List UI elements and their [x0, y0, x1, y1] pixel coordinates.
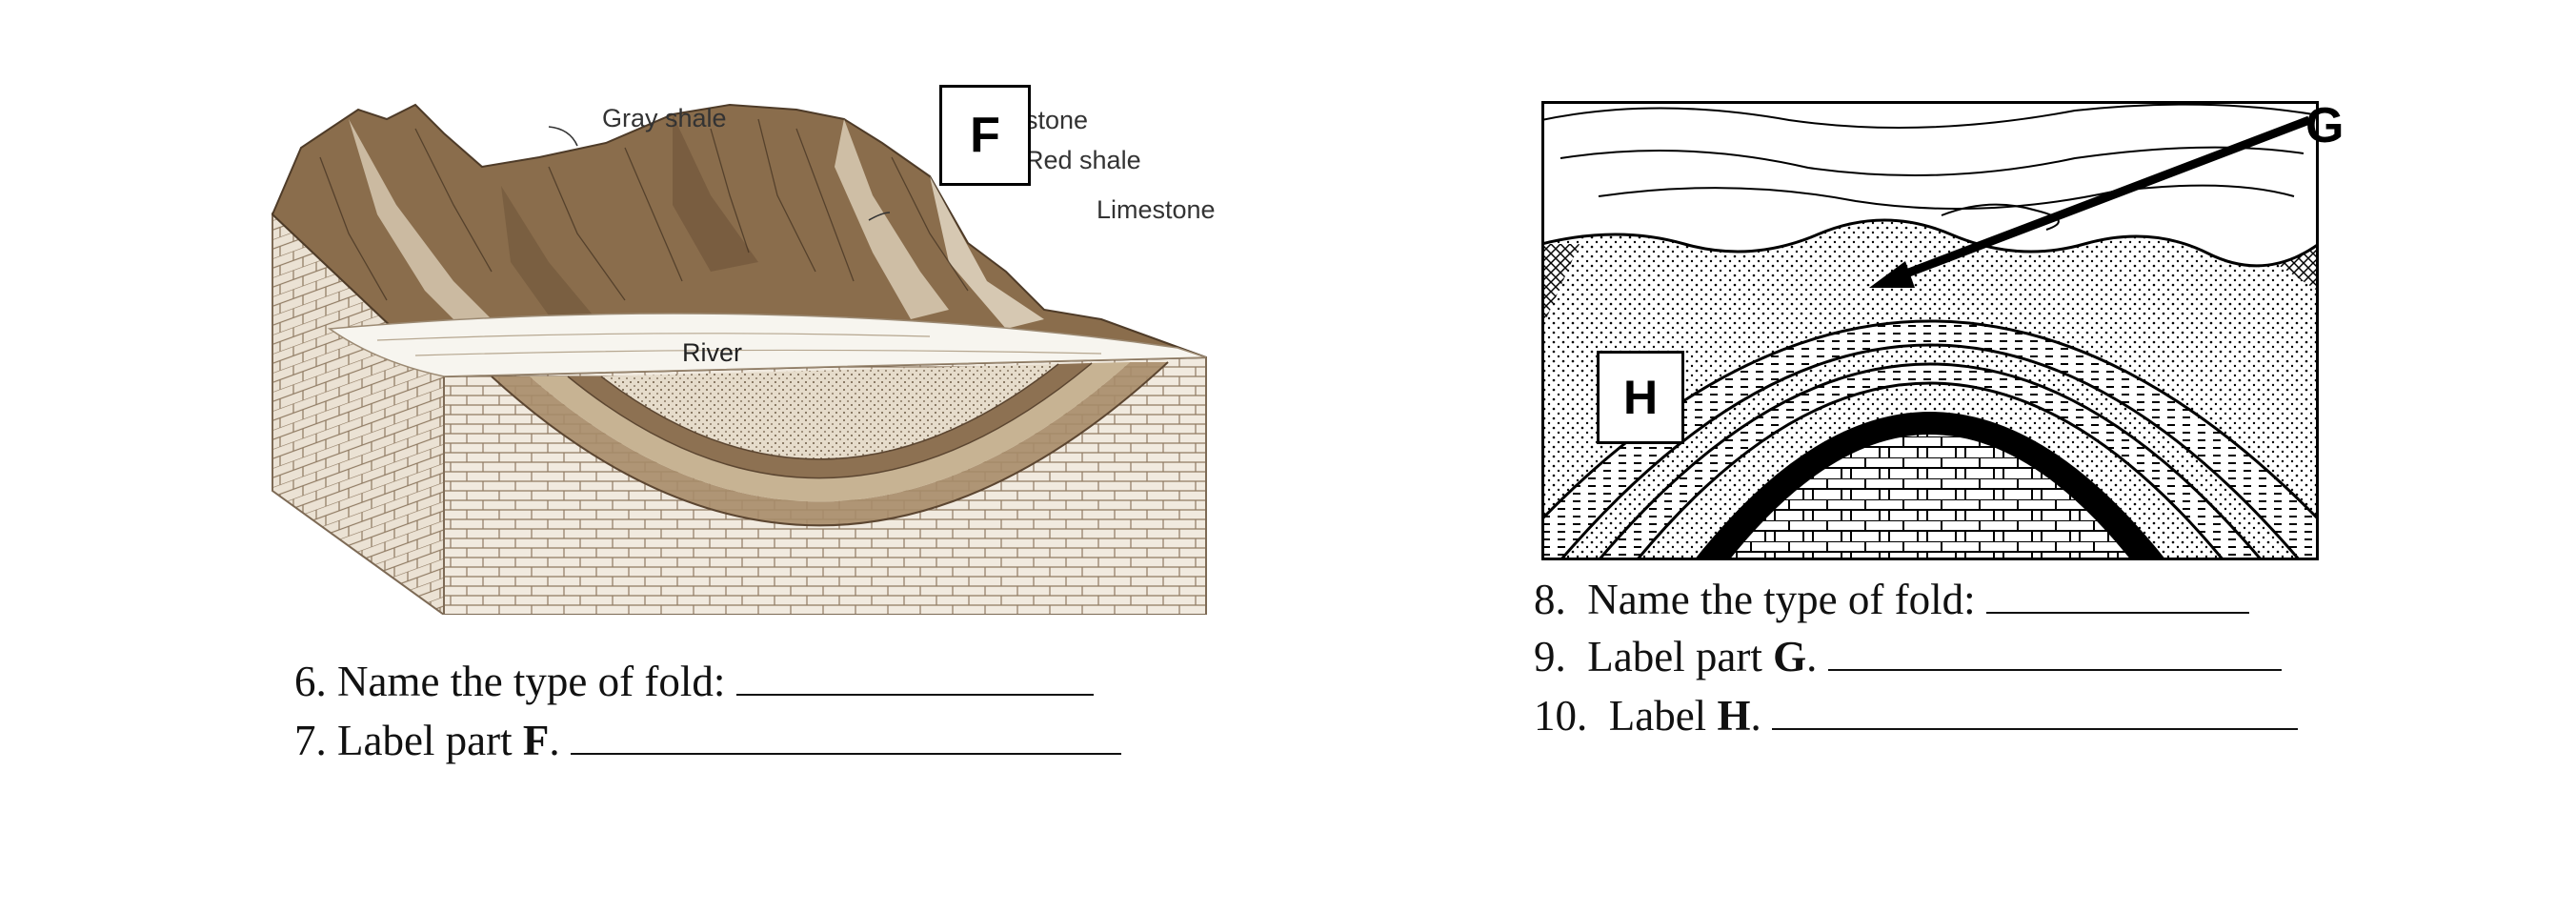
question-8: 8. Name the type of fold: — [1534, 576, 2249, 621]
question-9: 9. Label part G. — [1534, 633, 2282, 679]
limestone-label: Limestone — [1097, 195, 1216, 225]
river-label: River — [682, 338, 742, 368]
question-10: 10. Label H. — [1534, 692, 2298, 738]
answer-blank-7[interactable] — [571, 717, 1121, 755]
label-box-f: F — [939, 85, 1031, 186]
answer-blank-6[interactable] — [736, 658, 1094, 696]
sandstone-label: stone — [1025, 106, 1088, 135]
answer-blank-10[interactable] — [1772, 692, 2298, 730]
syncline-block-diagram: Gray shale stone Red shale Limestone Riv… — [263, 91, 1216, 615]
label-box-h: H — [1597, 351, 1684, 444]
anticline-illustration — [1541, 101, 2319, 560]
question-7: 7. Label part F. — [294, 717, 1121, 762]
question-6: 6. Name the type of fold: — [294, 658, 1094, 703]
answer-blank-8[interactable] — [1986, 576, 2249, 614]
answer-blank-9[interactable] — [1828, 633, 2282, 671]
red-shale-label: Red shale — [1025, 146, 1141, 175]
label-g: G — [2305, 97, 2344, 154]
gray-shale-label: Gray shale — [602, 104, 727, 133]
anticline-cross-section: G H — [1541, 101, 2319, 560]
